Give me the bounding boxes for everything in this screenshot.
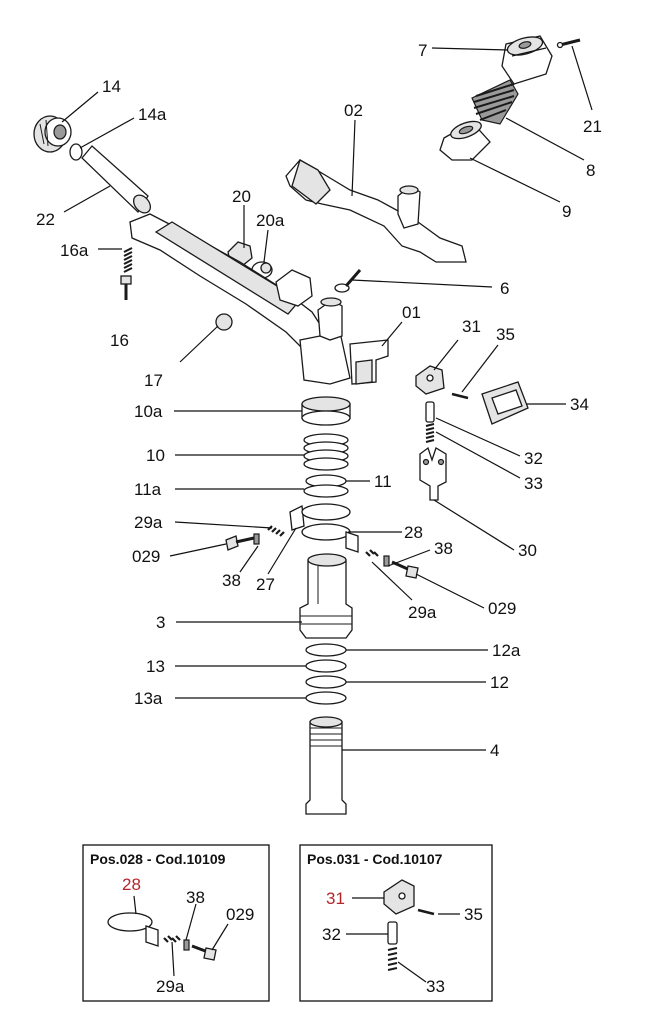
inset-031-label-31: 31 (326, 889, 345, 908)
label-30: 30 (518, 541, 537, 560)
label-11a: 11a (134, 480, 162, 499)
label-029-right: 029 (488, 599, 516, 618)
part-32-pin (425, 401, 435, 423)
part-7-nozzle-cap (501, 35, 553, 85)
part-13-ring (305, 659, 347, 673)
part-38-washer-left (253, 533, 260, 545)
inset-031-title: Pos.031 - Cod.10107 (307, 851, 443, 867)
inset-box-031: Pos.031 - Cod.10107 31 35 32 33 (299, 844, 493, 1002)
label-029-left: 029 (132, 547, 160, 566)
inset-028-title: Pos.028 - Cod.10109 (90, 851, 226, 867)
label-38-left: 38 (222, 571, 241, 590)
inset-box-028: Pos.028 - Cod.10109 28 38 029 29a (82, 844, 270, 1002)
part-3-housing (299, 553, 353, 639)
part-11a-ring (303, 484, 349, 498)
label-13a: 13a (134, 689, 163, 708)
part-12-ring (305, 675, 347, 689)
label-4: 4 (490, 741, 499, 760)
label-27: 27 (256, 575, 275, 594)
part-01-main-body (129, 213, 389, 385)
part-27-clamp (289, 503, 351, 531)
label-6: 6 (500, 279, 509, 298)
part-14a-oring (69, 143, 83, 161)
inset-031-label-33: 33 (426, 977, 445, 996)
label-31: 31 (462, 317, 481, 336)
inset-028-label-29a: 29a (156, 977, 185, 996)
label-12a: 12a (492, 641, 521, 660)
part-28-clamp (301, 523, 359, 553)
label-14a: 14a (138, 105, 167, 124)
label-38-right: 38 (434, 539, 453, 558)
part-33-spring (425, 423, 435, 443)
part-22-tube (81, 145, 152, 214)
part-16a-spring (123, 247, 133, 273)
label-13: 13 (146, 657, 165, 676)
part-labels: 7 21 8 9 14 14a 22 02 20 20a 16a 16 6 17… (36, 41, 602, 760)
part-35-pin (451, 392, 469, 400)
label-7: 7 (418, 41, 427, 60)
label-29a-right: 29a (408, 603, 437, 622)
part-34-plate (481, 381, 529, 425)
label-34: 34 (570, 395, 589, 414)
label-11: 11 (374, 472, 392, 491)
label-35: 35 (496, 325, 515, 344)
part-9-nozzle (439, 120, 491, 161)
label-8: 8 (586, 161, 595, 180)
part-38-washer-right (383, 555, 390, 567)
part-13a-ring (305, 691, 347, 705)
part-029-screw-left (225, 535, 255, 551)
label-16: 16 (110, 331, 129, 350)
part-14-nut (33, 115, 72, 153)
inset-028-label-029: 029 (226, 905, 254, 924)
label-28: 28 (404, 523, 423, 542)
part-6-shaft (334, 269, 362, 293)
inset-028-label-38: 38 (186, 888, 205, 907)
label-01: 01 (402, 303, 421, 322)
label-22: 22 (36, 210, 55, 229)
label-29a-left: 29a (134, 513, 163, 532)
label-14: 14 (102, 77, 121, 96)
inset-031-label-32: 32 (322, 925, 341, 944)
part-29a-spring-right (365, 549, 379, 557)
label-33: 33 (524, 474, 543, 493)
part-12a-ring (305, 643, 347, 657)
part-4-riser-tube (305, 716, 347, 815)
part-21-pin (556, 38, 581, 49)
label-17: 17 (144, 371, 163, 390)
part-16-screw (120, 275, 132, 300)
label-20: 20 (232, 187, 251, 206)
label-02: 02 (344, 101, 363, 120)
part-029-screw-right (391, 560, 419, 579)
label-12: 12 (490, 673, 509, 692)
label-21: 21 (583, 117, 602, 136)
label-3: 3 (156, 613, 165, 632)
label-9: 9 (562, 202, 571, 221)
part-10-spring (303, 433, 349, 471)
part-02-impact-arm (285, 159, 467, 263)
label-20a: 20a (256, 211, 285, 230)
part-17-ball (215, 313, 233, 331)
part-8-spring (471, 79, 519, 125)
label-10: 10 (146, 446, 165, 465)
part-31-bracket (415, 365, 445, 395)
part-30-fork (419, 446, 447, 501)
label-32: 32 (524, 449, 543, 468)
label-16a: 16a (60, 241, 89, 260)
part-10a-bushing (301, 396, 351, 426)
inset-028-label-28: 28 (122, 875, 141, 894)
inset-031-label-35: 35 (464, 905, 483, 924)
leader-lines (61, 45, 593, 751)
label-10a: 10a (134, 402, 163, 421)
